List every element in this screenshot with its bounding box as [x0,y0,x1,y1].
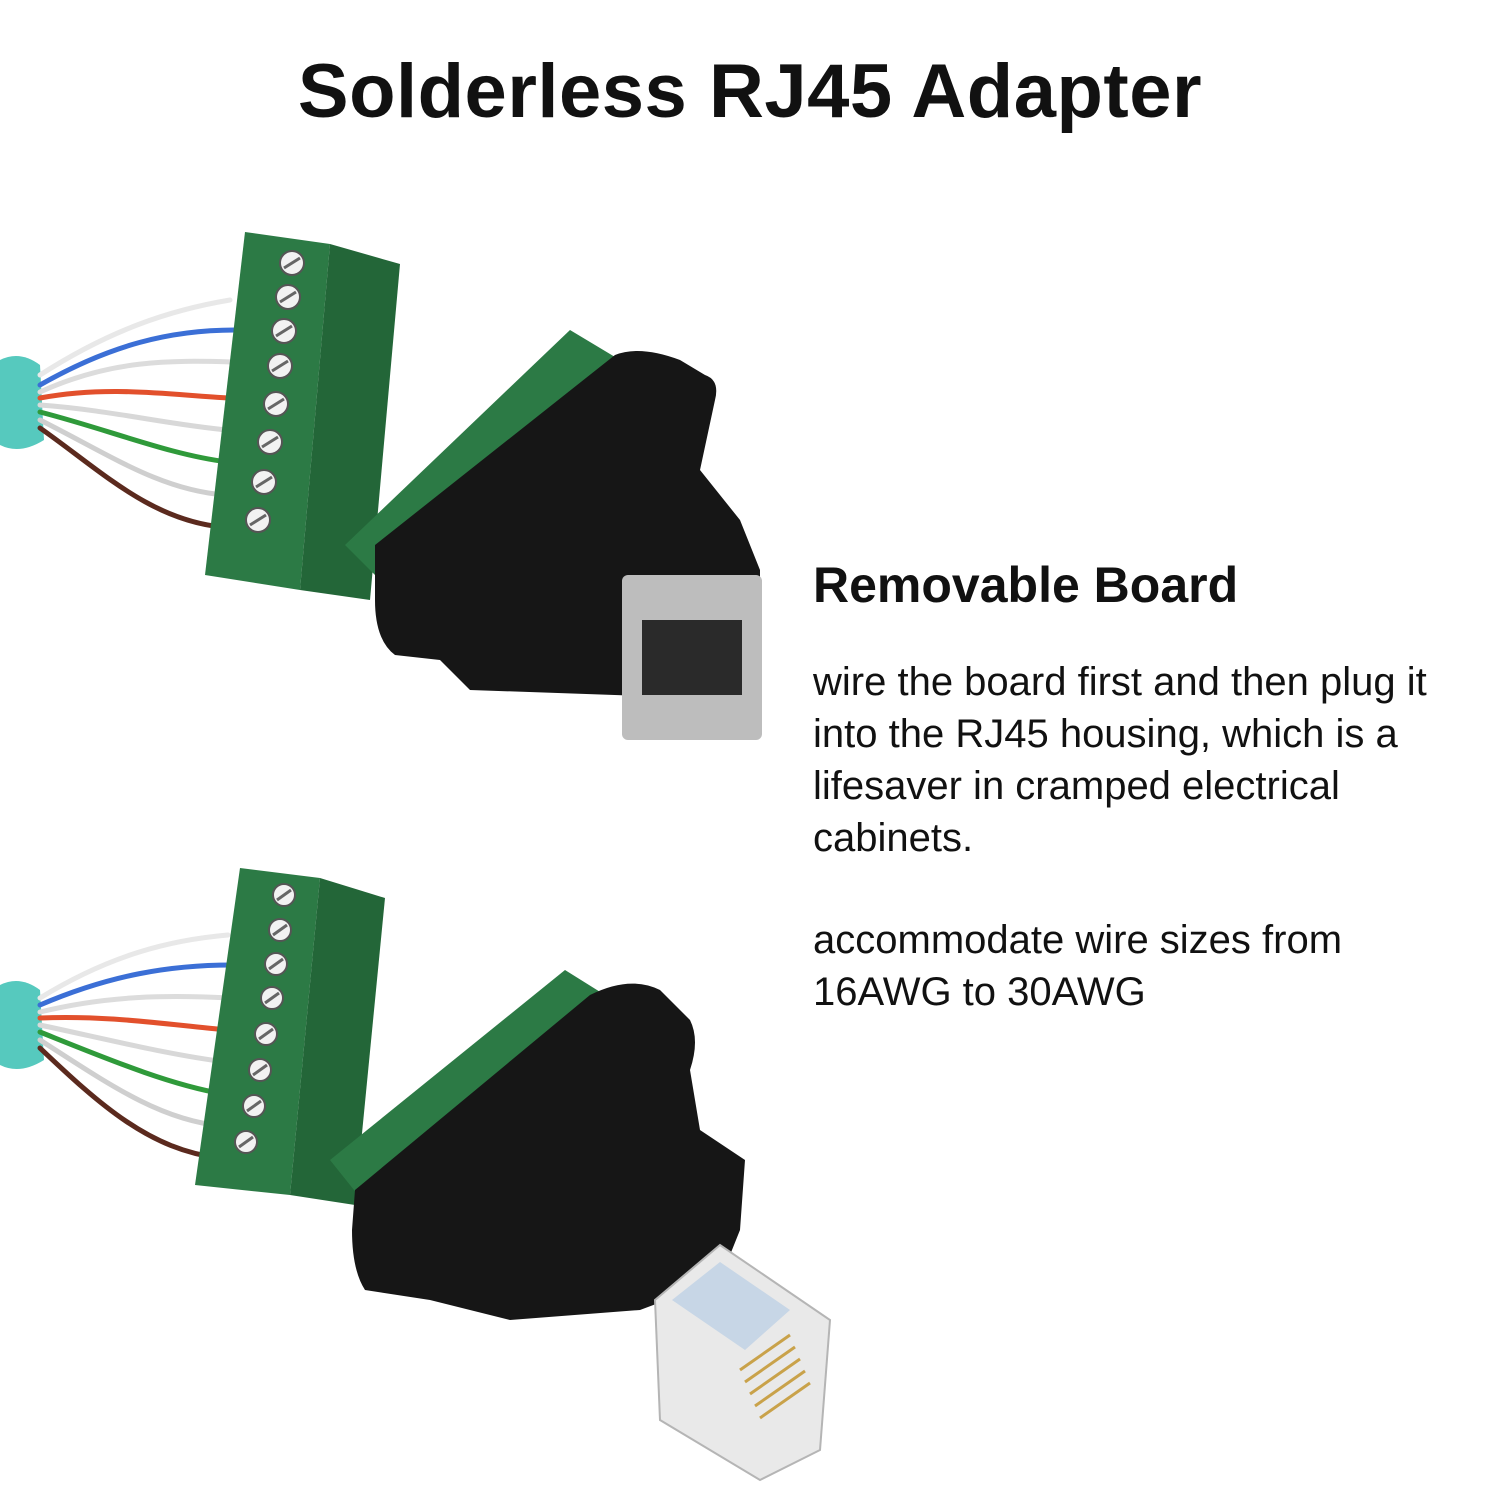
wire-bundle [37,932,235,1161]
adapter-board [330,970,605,1210]
feature-block: Removable Board wire the board first and… [813,556,1483,1018]
cable-jacket [0,356,44,449]
terminal-block-side [300,244,400,600]
female-jack-adapter [0,232,762,740]
terminal-screws [234,883,296,1154]
wire-size-note: accommodate wire sizes from 16AWG to 30A… [813,918,1343,1014]
feature-description: wire the board first and then plug it in… [813,660,1427,860]
terminal-block-side [290,878,385,1205]
rj45-jack-port [642,620,742,695]
terminal-screws [245,250,305,533]
feature-heading: Removable Board [813,557,1239,613]
plug-wire-window [672,1262,790,1350]
wire-bundle [37,297,238,530]
cable-jacket [0,981,44,1069]
male-plug-adapter [0,868,832,1482]
page-title: Solderless RJ45 Adapter [297,49,1203,134]
plug-housing [352,983,745,1320]
plug-contacts [739,1333,811,1420]
